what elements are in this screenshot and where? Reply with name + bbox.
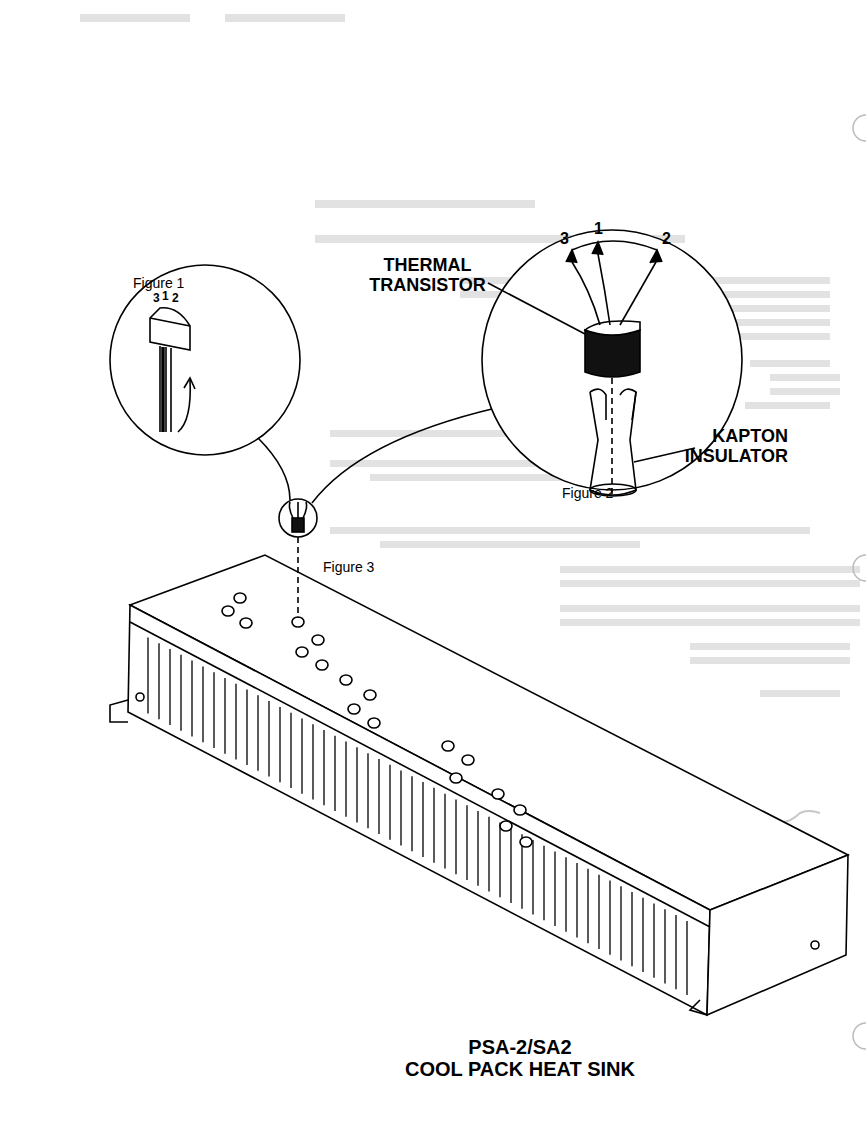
fin [543,846,544,921]
fin [631,892,632,966]
fin [268,701,269,777]
transistor-miniature [289,502,306,532]
fin [257,695,258,771]
fin [576,863,577,937]
fin [411,776,412,851]
part-name: THERMAL TRANSISTOR [350,256,505,296]
fin [345,742,346,817]
leader-line [488,283,585,334]
fin [686,921,687,995]
fin [653,904,654,978]
fin [367,753,368,828]
part-name: KAPTON INSULATOR [660,427,788,467]
fin [279,707,280,782]
fin [213,672,214,748]
fin [301,718,302,793]
dashed-guide [297,537,299,618]
pin-number: 3 [153,292,160,305]
fin [169,649,170,725]
fin [290,713,291,788]
fin [433,788,434,863]
fin [180,655,181,731]
figure-label: Figure 1 [133,276,184,291]
fin [235,684,236,760]
fin [147,637,148,713]
fin [158,643,159,719]
pin-number: 2 [172,292,179,305]
fin [620,886,621,960]
fin [565,857,566,931]
fin [488,817,489,892]
fin [499,823,500,898]
fin [455,799,456,874]
fin [422,782,423,857]
fin [598,875,599,949]
fin [224,678,225,754]
fin [510,828,511,903]
fin [356,747,357,822]
fin [400,771,401,846]
fin [334,736,335,811]
pin-number: 1 [594,220,603,238]
transistor-side-view [150,308,190,432]
fin [323,730,324,805]
thermal-transistor [566,241,662,377]
mounting-holes [222,593,532,847]
figure-label: Figure 3 [323,560,374,575]
leader-line [312,408,496,503]
fin [191,661,192,737]
fin [444,794,445,869]
fin [477,811,478,886]
pin-number: 2 [662,230,671,248]
detail-circle [279,499,317,537]
fin [378,759,379,834]
fin [246,690,247,766]
leader-line [258,438,290,500]
fin [389,765,390,840]
fin [642,898,643,972]
fin [664,909,665,983]
fin [609,880,610,954]
fin [312,724,313,799]
figure-label: Figure 2 [562,486,613,501]
fin [554,851,555,926]
fin [675,915,676,989]
detail-circle [110,265,300,455]
cooling-fins [148,637,687,995]
pin-number: 3 [560,230,569,248]
heat-sink [110,555,848,1015]
punch-holes [853,115,866,1049]
fin [532,840,533,915]
part-name: PSA-2/SA2 COOL PACK HEAT SINK [360,1036,680,1080]
pin-number: 1 [162,290,169,303]
fin [466,805,467,880]
kapton-insulator [590,378,636,496]
fin [202,666,203,742]
arrow-head [184,378,195,389]
fin [587,869,588,943]
